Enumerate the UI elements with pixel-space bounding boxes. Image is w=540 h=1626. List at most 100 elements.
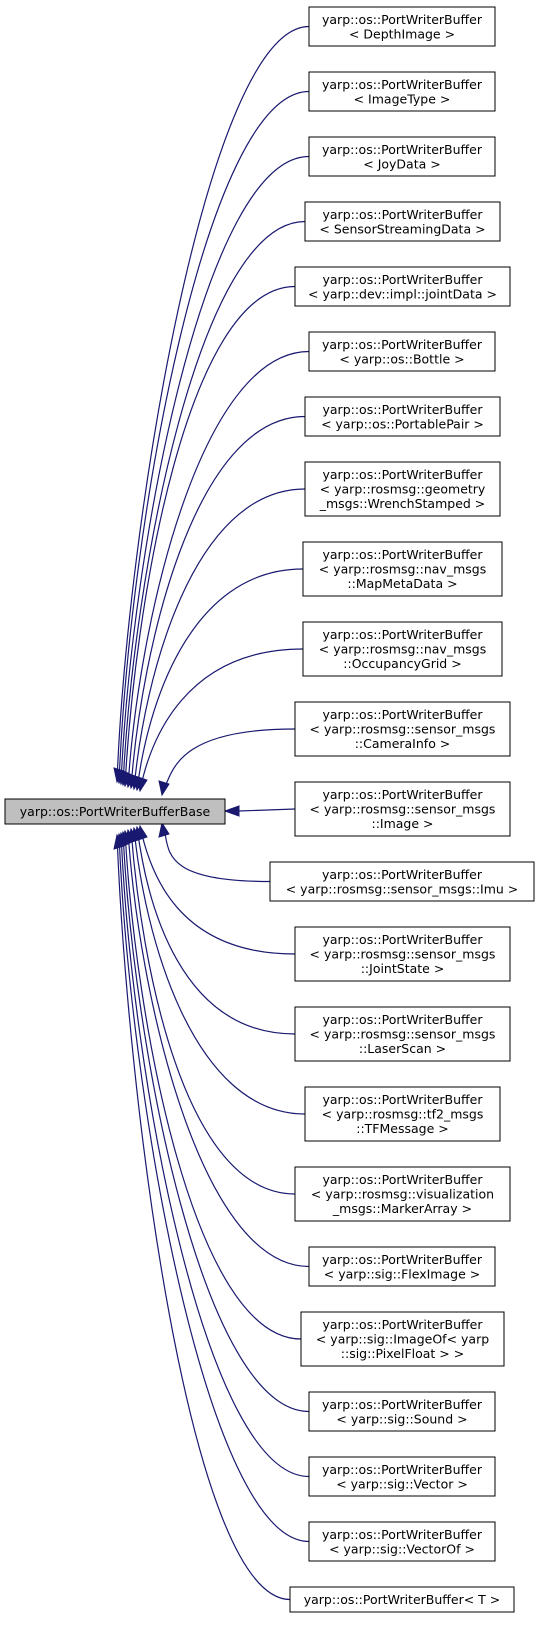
node-label-line: yarp::os::PortWriterBuffer (322, 867, 483, 882)
node-camerainfo[interactable]: yarp::os::PortWriterBuffer< yarp::rosmsg… (294, 701, 511, 757)
node-imageof-pixelfloat[interactable]: yarp::os::PortWriterBuffer< yarp::sig::I… (300, 1311, 505, 1367)
node-label-line: yarp::os::PortWriterBuffer (322, 1252, 483, 1267)
inheritance-arrowhead (158, 821, 170, 838)
inheritance-edge (118, 833, 310, 1543)
inheritance-edge (161, 822, 271, 883)
node-box (308, 1246, 496, 1287)
node-label-line: yarp::os::PortWriterBuffer (323, 547, 484, 562)
inheritance-edge (127, 350, 310, 788)
node-box (308, 1456, 496, 1497)
node-label-line: < yarp::sig::ImageOf< yarp (316, 1332, 489, 1347)
node-box (304, 1086, 501, 1142)
inheritance-edge (133, 488, 306, 790)
node-label-line: < yarp::rosmsg::sensor_msgs::Imu > (286, 881, 519, 896)
node-label-line: < yarp::rosmsg::sensor_msgs (310, 802, 496, 817)
node-label-line: < SensorStreamingData > (319, 221, 485, 236)
node-label-line: yarp::os::PortWriterBuffer (323, 207, 484, 222)
node-depthimage[interactable]: yarp::os::PortWriterBuffer< DepthImage > (308, 6, 496, 47)
node-label-line: < yarp::rosmsg::sensor_msgs (310, 722, 496, 737)
node-sound[interactable]: yarp::os::PortWriterBuffer< yarp::sig::S… (308, 1391, 496, 1432)
inheritance-edge (120, 155, 310, 785)
node-imu[interactable]: yarp::os::PortWriterBuffer< yarp::rosmsg… (269, 861, 535, 902)
inheritance-edge (238, 808, 296, 812)
node-box (304, 201, 501, 242)
inheritance-edge (118, 90, 310, 784)
inheritance-edge (130, 828, 296, 1195)
base-class-box (4, 798, 226, 825)
inheritance-edge (133, 827, 306, 1115)
inheritance-edge (139, 648, 304, 792)
node-box (308, 71, 496, 112)
node-box (308, 136, 496, 177)
node-label-line: yarp::os::PortWriterBuffer (323, 1172, 484, 1187)
node-label-line: _msgs::MarkerArray > (332, 1201, 472, 1216)
node-label-line: ::sig::PixelFloat > > (341, 1346, 464, 1361)
node-label-line: < yarp::os::Bottle > (339, 351, 464, 366)
node-portablepair[interactable]: yarp::os::PortWriterBuffer< yarp::os::Po… (304, 396, 501, 437)
node-label-line: yarp::os::PortWriterBuffer (322, 142, 483, 157)
node-jointdata[interactable]: yarp::os::PortWriterBuffer< yarp::dev::i… (294, 266, 511, 307)
node-label-line: < yarp::dev::impl::jointData > (308, 286, 497, 301)
node-label-line: yarp::os::PortWriterBuffer (322, 337, 483, 352)
node-box (289, 1586, 515, 1613)
inheritance-arrowhead (158, 780, 170, 797)
node-label-line: yarp::os::PortWriterBuffer (322, 12, 483, 27)
node-label-line: yarp::os::PortWriterBuffer (323, 1012, 484, 1027)
node-label-line: yarp::os::PortWriterBuffer (323, 402, 484, 417)
node-label-line: yarp::os::PortWriterBuffer (322, 1397, 483, 1412)
derived-class-nodes: yarp::os::PortWriterBuffer< DepthImage >… (269, 6, 535, 1613)
node-label-line: < yarp::rosmsg::sensor_msgs (310, 1027, 496, 1042)
node-wrenchstamped[interactable]: yarp::os::PortWriterBuffer< yarp::rosmsg… (304, 461, 501, 517)
node-label-line: < yarp::sig::Sound > (336, 1411, 467, 1426)
node-label-line: ::CameraInfo > (355, 736, 451, 751)
node-box (304, 396, 501, 437)
node-tfmessage[interactable]: yarp::os::PortWriterBuffer< yarp::rosmsg… (304, 1086, 501, 1142)
node-markerarray[interactable]: yarp::os::PortWriterBuffer< yarp::rosmsg… (294, 1166, 511, 1222)
node-label-line: yarp::os::PortWriterBuffer (323, 1317, 484, 1332)
node-vector[interactable]: yarp::os::PortWriterBuffer< yarp::sig::V… (308, 1456, 496, 1497)
node-bottle[interactable]: yarp::os::PortWriterBuffer< yarp::os::Bo… (308, 331, 496, 372)
inheritance-edge (116, 25, 310, 783)
inheritance-edge (120, 832, 310, 1478)
node-box (294, 781, 511, 837)
node-box (304, 461, 501, 517)
node-t[interactable]: yarp::os::PortWriterBuffer< T > (289, 1586, 515, 1613)
node-vectorof[interactable]: yarp::os::PortWriterBuffer< yarp::sig::V… (308, 1521, 496, 1562)
node-box (308, 6, 496, 47)
node-imagetype[interactable]: yarp::os::PortWriterBuffer< ImageType > (308, 71, 496, 112)
node-label-line: ::JointState > (361, 961, 445, 976)
node-label-line: < yarp::rosmsg::tf2_msgs (322, 1107, 484, 1122)
node-label-line: < yarp::rosmsg::nav_msgs (319, 562, 486, 577)
inheritance-edge (124, 830, 302, 1340)
node-mapmetadata[interactable]: yarp::os::PortWriterBuffer< yarp::rosmsg… (302, 541, 503, 597)
node-label-line: yarp::os::PortWriterBuffer (323, 627, 484, 642)
node-label-line: yarp::os::PortWriterBuffer (322, 77, 483, 92)
base-class-node[interactable]: yarp::os::PortWriterBufferBase (4, 798, 226, 825)
node-sensorstreamingdata[interactable]: yarp::os::PortWriterBuffer< SensorStream… (304, 201, 501, 242)
node-laserscan[interactable]: yarp::os::PortWriterBuffer< yarp::rosmsg… (294, 1006, 511, 1062)
node-label-line: < yarp::sig::VectorOf > (329, 1541, 475, 1556)
node-occupancygrid[interactable]: yarp::os::PortWriterBuffer< yarp::rosmsg… (302, 621, 503, 677)
node-label-line: ::OccupancyGrid > (343, 656, 461, 671)
inheritance-edge (136, 568, 304, 791)
node-label-line: < DepthImage > (349, 26, 455, 41)
inheritance-edge (122, 831, 310, 1413)
inheritance-edge (124, 285, 296, 787)
node-image[interactable]: yarp::os::PortWriterBuffer< yarp::rosmsg… (294, 781, 511, 837)
node-box (294, 926, 511, 982)
node-label-line: ::MapMetaData > (347, 576, 457, 591)
node-label-line: yarp::os::PortWriterBuffer (323, 467, 484, 482)
inheritance-arrowhead (136, 776, 148, 793)
inheritance-arrowhead (223, 805, 240, 817)
node-joydata[interactable]: yarp::os::PortWriterBuffer< JoyData > (308, 136, 496, 177)
inheritance-edge (139, 825, 296, 955)
node-label-line: yarp::os::PortWriterBuffer (322, 1527, 483, 1542)
node-label-line: ::LaserScan > (359, 1041, 446, 1056)
node-box (302, 541, 503, 597)
node-label-line: < yarp::os::PortablePair > (321, 416, 484, 431)
node-jointstate[interactable]: yarp::os::PortWriterBuffer< yarp::rosmsg… (294, 926, 511, 982)
node-fleximage[interactable]: yarp::os::PortWriterBuffer< yarp::sig::F… (308, 1246, 496, 1287)
node-label-line: yarp::os::PortWriterBuffer (323, 1092, 484, 1107)
inheritance-edge (161, 728, 296, 796)
node-label-line: < ImageType > (354, 91, 451, 106)
